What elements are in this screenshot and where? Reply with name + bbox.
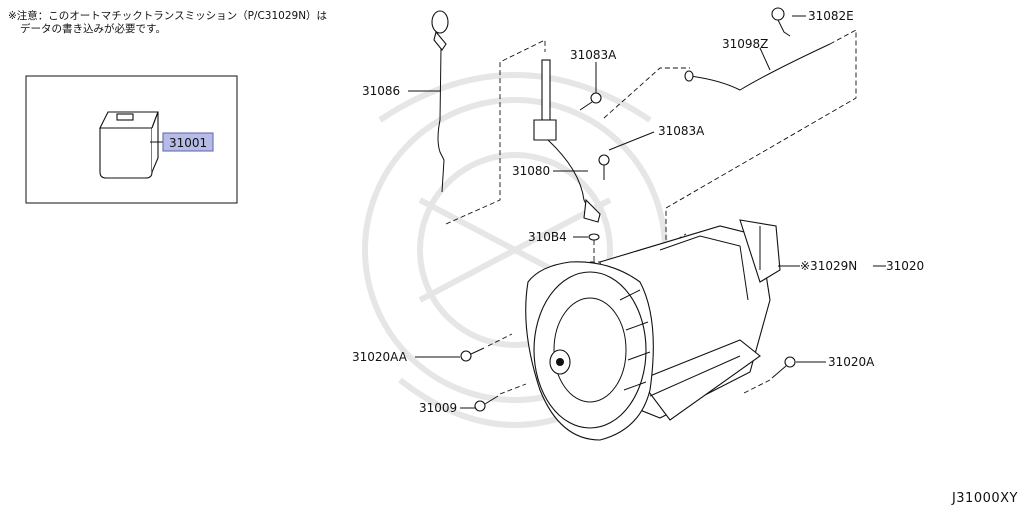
bolt-31020aa — [460, 347, 485, 362]
bolt-31020a — [771, 356, 796, 379]
note-line-2: データの書き込みが必要です。 — [20, 23, 166, 35]
note-line-1: ※注意：このオートマチックトランスミッション（P/C31029N）は — [8, 10, 328, 22]
diagram-id: J31000XY — [951, 491, 1018, 506]
bolt-31083a-mid — [598, 154, 610, 180]
o-ring-31084 — [588, 233, 600, 241]
callout-31086[interactable]: 31086 — [362, 84, 400, 98]
callout-31029n[interactable]: ※31029N — [800, 259, 857, 273]
breather-hose-31098z — [684, 43, 831, 91]
highlight-31001[interactable] — [162, 132, 214, 152]
callout-31020[interactable]: 31020 — [886, 259, 924, 273]
callout-31001[interactable]: 31001 — [169, 136, 207, 150]
callout-31083a-mid[interactable]: 31083A — [658, 124, 705, 138]
callout-31009[interactable]: 31009 — [419, 401, 457, 415]
callout-31082e[interactable]: 31082E — [808, 9, 854, 23]
callout-31020aa[interactable]: 31020AA — [352, 350, 408, 364]
dipstick-31086 — [431, 10, 449, 193]
inset-frame — [25, 75, 238, 204]
programming-note: ※注意：このオートマチックトランスミッション（P/C31029N）は データの書… — [8, 10, 327, 36]
callout-31083a-top[interactable]: 31083A — [570, 48, 617, 62]
bolt-31009 — [474, 395, 499, 412]
clip-31082e — [771, 7, 791, 37]
transmission-assembly — [525, 219, 781, 441]
bolt-31083a-top — [579, 92, 602, 111]
callout-31098z[interactable]: 31098Z — [722, 37, 768, 51]
callout-31084[interactable]: 310B4 — [528, 230, 567, 244]
callout-31020a[interactable]: 31020A — [828, 355, 875, 369]
fluid-container-icon — [99, 111, 159, 179]
filler-tube-31080 — [533, 59, 601, 223]
callout-31080[interactable]: 31080 — [512, 164, 550, 178]
